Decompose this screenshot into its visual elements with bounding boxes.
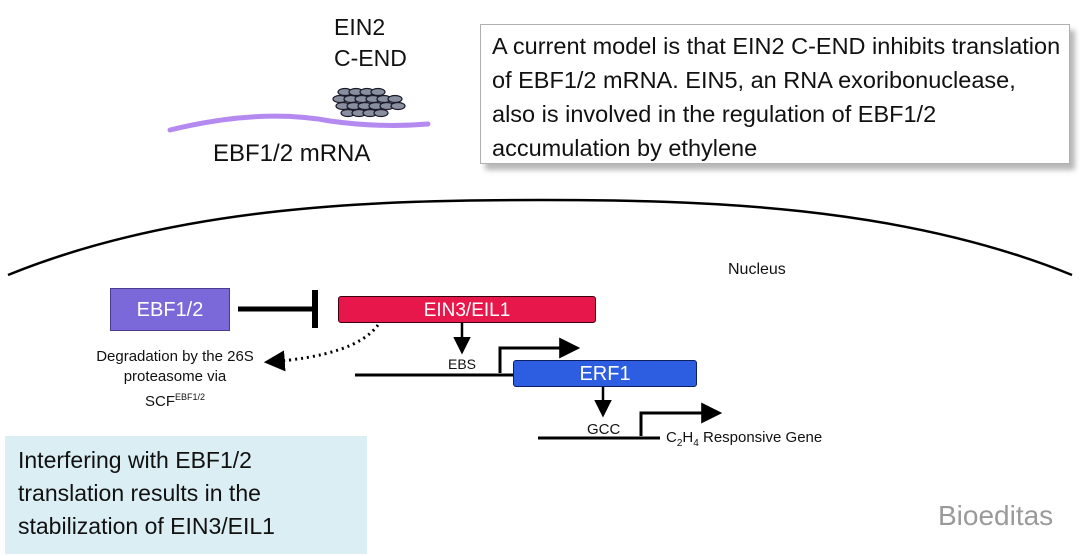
h-subscript: 4 [693,438,699,449]
responsive-gene-label: C2H4 Responsive Gene [666,429,822,449]
nucleus-membrane [7,198,1073,277]
model-callout-box [480,24,1070,164]
ein2-label-line2: C-END [334,45,407,71]
c-letter: C [666,429,677,446]
watermark: Bioeditas [938,500,1054,531]
ebs-label: EBS [448,356,477,372]
gcc-label: GCC [587,421,621,438]
model-callout-text: A current model is that EIN2 C-END inhib… [492,33,1061,161]
ein2-label-line1: EIN2 [334,14,386,40]
interference-line1: Interfering with EBF1/2 [18,447,252,473]
ebf-box: EBF1/2 [110,288,230,331]
interference-callout-text: Interfering with EBF1/2 translation resu… [18,444,363,543]
responsive-gene-text: Responsive Gene [698,429,823,446]
interference-line3: stabilization of EIN3/EIL1 [18,513,275,539]
degradation-line3: SCFEBF1/2 [70,387,280,412]
nucleus-label: Nucleus [728,261,786,278]
degradation-label: Degradation by the 26S proteasome via SC… [70,347,280,412]
scf-label: SCF [144,393,175,410]
ein2-cend-label: EIN2 C-END [334,12,407,74]
interference-line2: translation results in the [18,480,261,506]
ein2-cend-cluster-icon [332,87,406,118]
degradation-line1: Degradation by the 26S [96,348,254,365]
mrna-strand [167,113,431,133]
mrna-label: EBF1/2 mRNA [213,140,371,167]
erf1-box: ERF1 [513,360,697,387]
erf1-tss-arrow [498,337,581,373]
responsive-tss-arrow [639,402,723,436]
interference-callout-box [5,436,367,554]
degradation-arrow [263,324,380,372]
c-subscript: 2 [676,438,683,449]
degradation-line2: proteasome via [123,368,227,385]
ein3-eil1-box: EIN3/EIL1 [338,296,596,323]
h-letter: H [682,429,694,446]
scf-superscript: EBF1/2 [174,392,205,402]
